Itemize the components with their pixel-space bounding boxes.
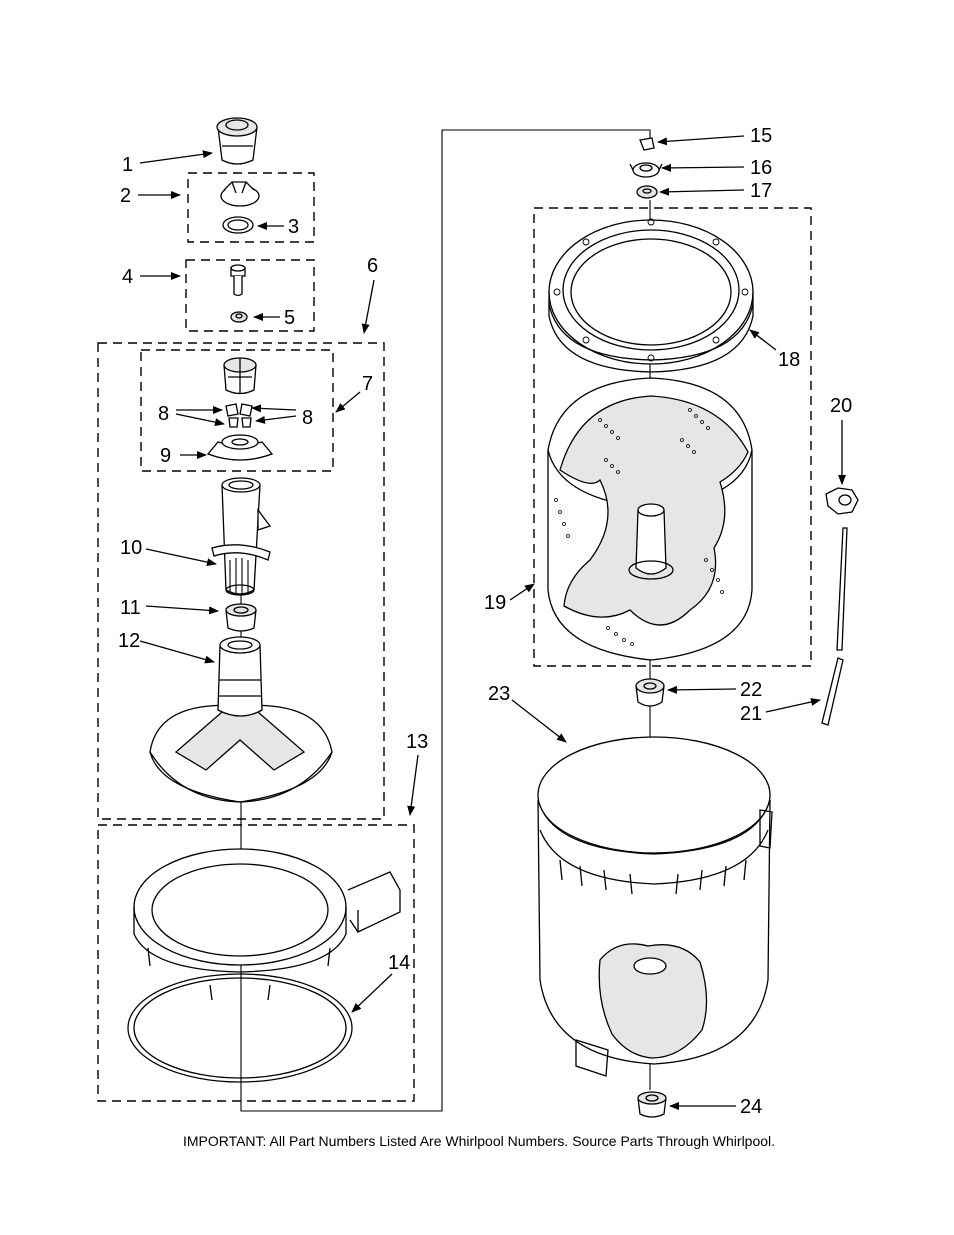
part-1-agitator-cap xyxy=(216,117,258,165)
callout-2: 2 xyxy=(120,185,131,207)
part-20-hose-clamp xyxy=(825,487,859,515)
callout-6: 6 xyxy=(367,255,378,277)
callout-1: 1 xyxy=(122,154,133,176)
callout-3: 3 xyxy=(288,216,299,238)
callout-7: 7 xyxy=(362,373,373,395)
part-11-drive-block xyxy=(225,603,257,632)
callout-21: 21 xyxy=(740,703,762,725)
leader-8b-upper xyxy=(251,404,297,413)
leader-21 xyxy=(765,698,821,713)
leader-10 xyxy=(145,548,217,567)
callout-9: 9 xyxy=(160,445,171,467)
group-box-13 xyxy=(97,824,415,1102)
part-22-bushing xyxy=(635,678,665,707)
assembly-connector-line xyxy=(240,129,651,1112)
callout-19: 19 xyxy=(484,592,506,614)
part-14-tub-ring xyxy=(133,848,401,1001)
part-2-inner-cap xyxy=(220,181,260,207)
part-5-washer xyxy=(230,311,248,323)
leader-1 xyxy=(139,150,213,164)
leader-8b-lower xyxy=(255,415,297,424)
group-box-2-3 xyxy=(187,172,315,243)
callout-10: 10 xyxy=(120,537,142,559)
leader-14 xyxy=(351,973,393,1013)
part-7-cam-assembly xyxy=(223,357,257,395)
basket-perforations xyxy=(554,408,724,646)
part-10-agitator-barrel xyxy=(211,477,272,596)
part-21-hose xyxy=(821,527,848,726)
leader-15 xyxy=(657,135,745,146)
part-18-balance-ring xyxy=(548,218,754,373)
important-footnote: IMPORTANT: All Part Numbers Listed Are W… xyxy=(183,1133,775,1149)
callout-14: 14 xyxy=(388,952,410,974)
leader-8a-lower xyxy=(175,413,225,427)
leader-7 xyxy=(335,391,361,413)
leader-23 xyxy=(511,699,567,743)
callout-23: 23 xyxy=(488,683,510,705)
part-23-outer-tub xyxy=(537,736,773,1077)
callout-16: 16 xyxy=(750,157,772,179)
part-16-nut-clamp xyxy=(629,162,663,178)
callout-11: 11 xyxy=(120,597,141,619)
leader-11 xyxy=(145,605,219,615)
leader-6 xyxy=(361,279,375,334)
part-15-spin-nut xyxy=(639,137,655,151)
leader-13 xyxy=(407,754,419,816)
part-17-hub-nut xyxy=(636,185,658,199)
callout-5: 5 xyxy=(284,307,295,329)
group-box-7 xyxy=(140,349,334,472)
callout-17: 17 xyxy=(750,180,772,202)
part-9-ratchet xyxy=(206,434,274,461)
callout-4: 4 xyxy=(122,266,133,288)
callout-8-right: 8 xyxy=(302,407,313,429)
leader-18 xyxy=(749,329,777,351)
part-19-basket xyxy=(547,377,753,661)
callout-24: 24 xyxy=(740,1096,762,1118)
part-3-seal xyxy=(222,216,254,234)
part-14-tub-seal xyxy=(127,973,353,1083)
leader-19 xyxy=(509,583,535,601)
group-box-4-5 xyxy=(185,259,315,332)
callout-18: 18 xyxy=(778,349,800,371)
part-24-plug xyxy=(637,1091,667,1118)
callout-12: 12 xyxy=(118,630,140,652)
callout-20: 20 xyxy=(830,395,852,417)
part-12-agitator-base xyxy=(149,636,333,803)
leader-22 xyxy=(667,685,737,694)
leader-12 xyxy=(139,640,215,664)
leader-16 xyxy=(661,163,745,172)
part-4-bolt xyxy=(230,264,246,297)
group-box-18-19 xyxy=(533,207,812,667)
callout-8-left: 8 xyxy=(158,403,169,425)
part-8-dogs xyxy=(225,403,253,428)
callout-15: 15 xyxy=(750,125,772,147)
callout-22: 22 xyxy=(740,679,762,701)
leader-17 xyxy=(659,187,745,196)
callout-13: 13 xyxy=(406,731,428,753)
